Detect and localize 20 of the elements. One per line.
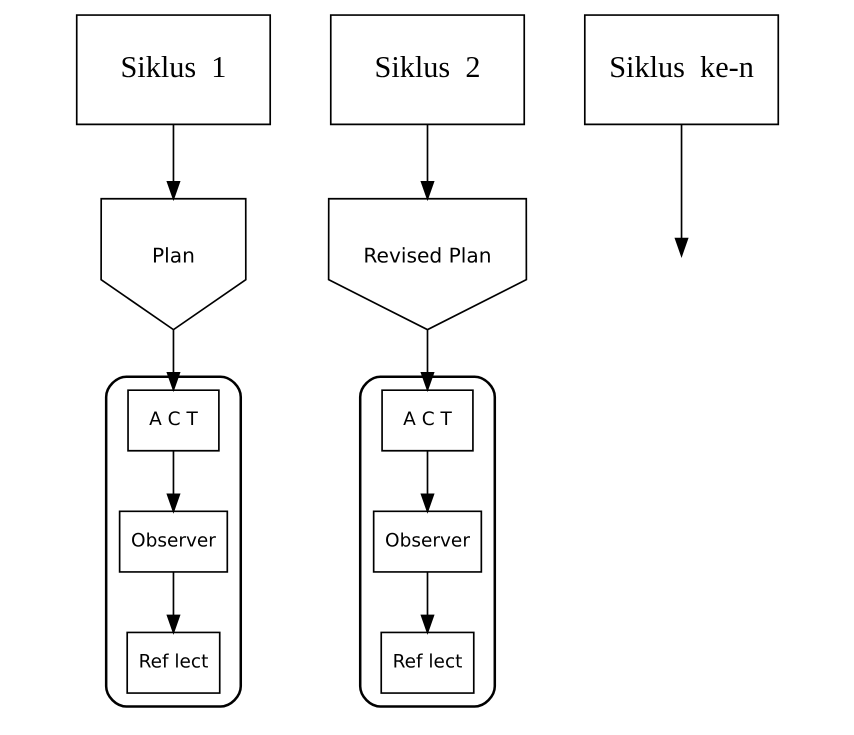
node-box: Ref lect: [126, 632, 220, 694]
arrow: [166, 572, 180, 635]
arrow: [166, 330, 180, 392]
arrow: [674, 124, 688, 258]
arrow: [166, 124, 180, 202]
node-box: Siklus 2: [329, 14, 525, 126]
arrow: [420, 330, 434, 392]
node-box: Siklus 1: [75, 14, 271, 126]
node-box: Observer: [372, 510, 482, 573]
arrow: [420, 451, 434, 514]
node-box: A C T: [380, 389, 474, 452]
arrow: [166, 451, 180, 514]
node-box: Observer: [118, 510, 228, 573]
arrow: [420, 572, 434, 635]
cluster: [358, 376, 496, 708]
node-box: Siklus ke-n: [583, 14, 779, 126]
arrow: [420, 124, 434, 202]
node-box: A C T: [126, 389, 220, 452]
node-box: Ref lect: [380, 632, 474, 694]
cluster: [104, 376, 242, 708]
